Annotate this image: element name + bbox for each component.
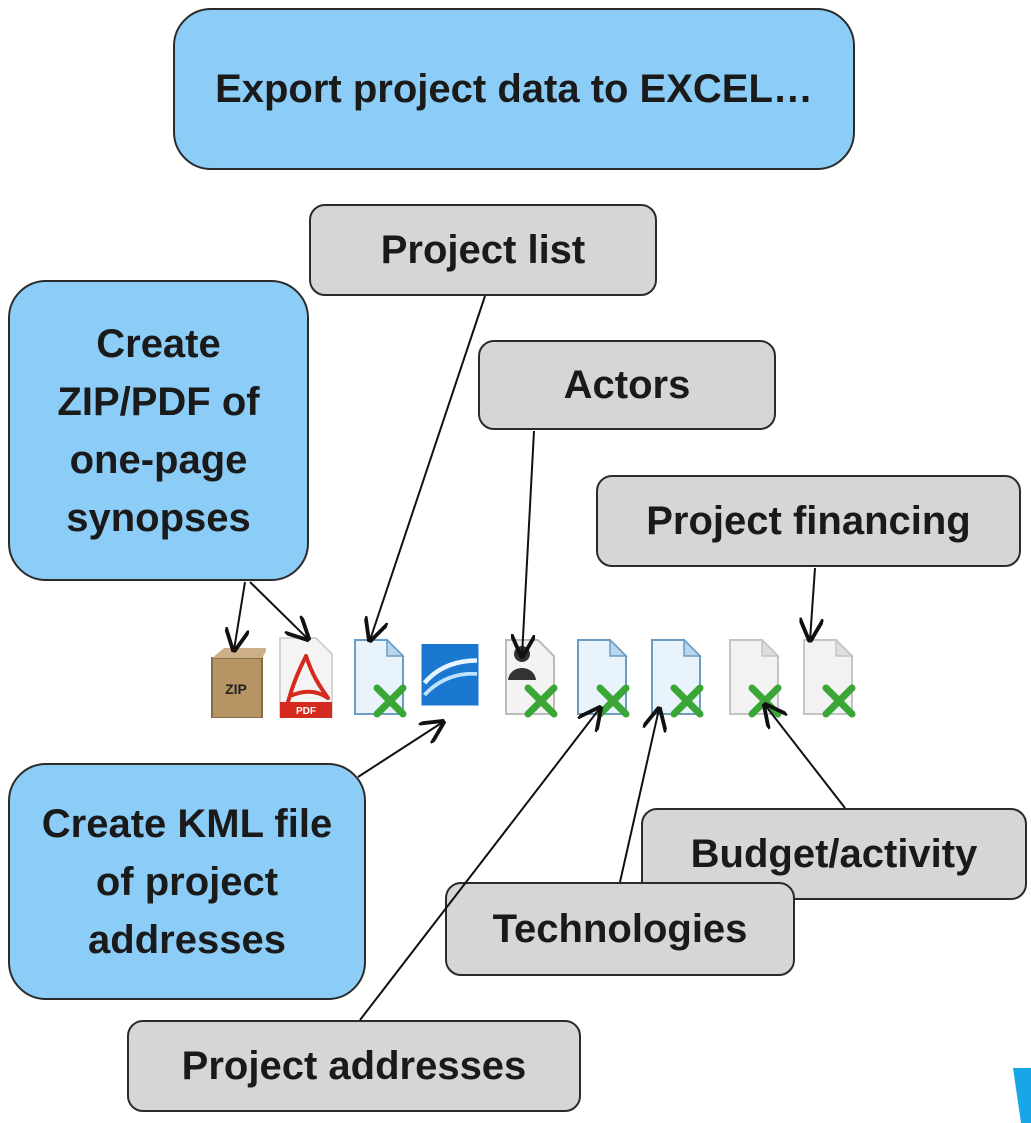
- project-financing-label-box: Project financing: [596, 475, 1021, 567]
- project-addresses-label: Project addresses: [181, 1044, 527, 1088]
- technologies-label-box: Technologies: [445, 882, 795, 976]
- arrow-project-financing: [810, 567, 815, 640]
- arrow-synopses-to-pdf: [249, 581, 308, 639]
- excel-project-addresses-icon[interactable]: [648, 618, 708, 718]
- excel-technologies-icon[interactable]: [574, 618, 634, 718]
- arrow-project-list: [370, 295, 486, 640]
- project-list-label-box: Project list: [309, 204, 657, 296]
- budget-activity-label: Budget/activity: [690, 832, 978, 876]
- pdf-icon[interactable]: PDF: [274, 618, 334, 718]
- create-zip-pdf-callout: Create ZIP/PDF of one-page synopses: [8, 280, 309, 581]
- project-list-label: Project list: [380, 228, 586, 272]
- arrow-synopses-to-zip: [234, 581, 245, 650]
- export-to-excel-label: Export project data to EXCEL…: [215, 67, 813, 111]
- create-zip-pdf-label: Create ZIP/PDF of one-page synopses: [57, 321, 260, 540]
- project-financing-label: Project financing: [646, 499, 971, 543]
- arrow-project-addresses: [359, 708, 600, 1021]
- arrow-technologies: [619, 709, 659, 883]
- create-kml-callout: Create KML file of project addresses: [8, 763, 366, 1000]
- google-earth-icon[interactable]: [420, 618, 480, 718]
- create-kml-label: Create KML file of project addresses: [41, 801, 333, 962]
- arrow-kml: [357, 722, 443, 778]
- excel-project-financing-icon[interactable]: [800, 618, 860, 718]
- arrow-actors: [522, 430, 534, 656]
- excel-budget-activity-icon[interactable]: [726, 618, 786, 718]
- actors-label-box: Actors: [478, 340, 776, 430]
- project-addresses-label-box: Project addresses: [127, 1020, 581, 1112]
- svg-text:PDF: PDF: [296, 706, 316, 717]
- decorative-swoosh: [1013, 1068, 1031, 1123]
- export-to-excel-callout: Export project data to EXCEL…: [173, 8, 855, 170]
- arrow-budget-activity: [765, 705, 846, 809]
- zip-archive-icon[interactable]: ZIP: [206, 618, 266, 718]
- actors-label: Actors: [563, 363, 691, 407]
- technologies-label: Technologies: [492, 907, 748, 951]
- svg-text:ZIP: ZIP: [225, 681, 247, 697]
